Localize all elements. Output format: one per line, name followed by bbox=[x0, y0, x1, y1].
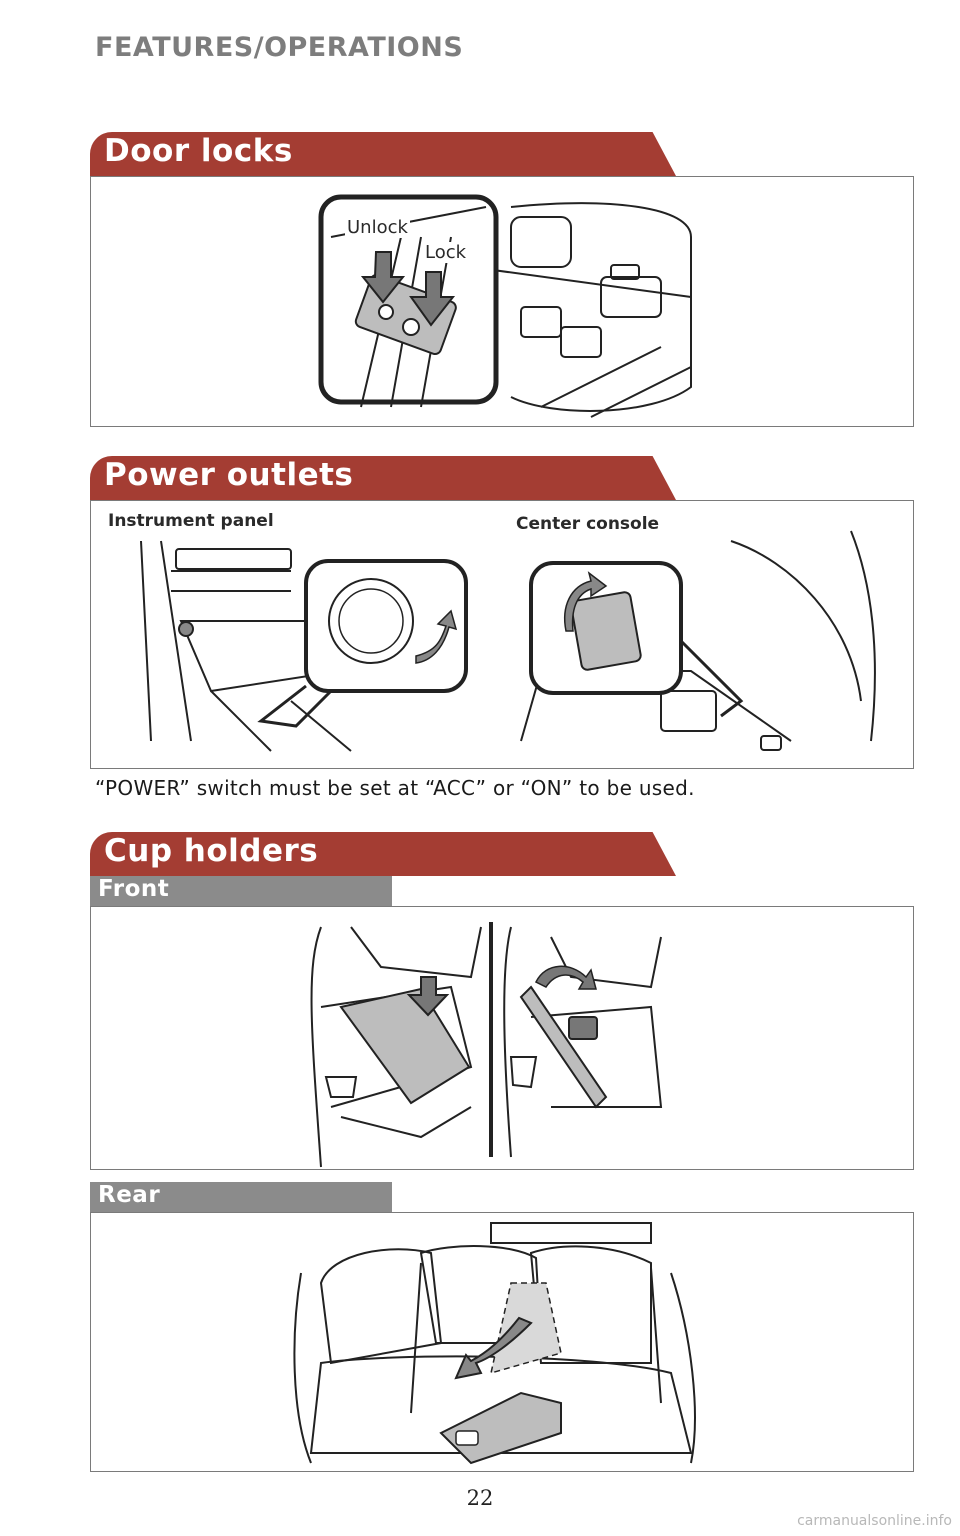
page-header: FEATURES/OPERATIONS bbox=[95, 32, 464, 63]
front-label: Front bbox=[98, 876, 170, 902]
rear-cup-holders-panel bbox=[90, 1212, 914, 1472]
front-subheading: Front bbox=[90, 876, 392, 906]
power-outlets-heading: Power outlets bbox=[90, 456, 676, 500]
page-number: 22 bbox=[466, 1486, 494, 1510]
door-locks-title: Door locks bbox=[104, 133, 293, 169]
rear-label: Rear bbox=[98, 1182, 161, 1208]
unlock-callout: Unlock bbox=[345, 217, 410, 238]
cup-holders-title: Cup holders bbox=[104, 833, 319, 869]
watermark: carmanualsonline.info bbox=[797, 1513, 952, 1529]
rear-cup-holders-illustration bbox=[293, 1222, 696, 1465]
center-console-label: Center console bbox=[516, 514, 660, 534]
power-outlets-panel: Instrument panel Center console bbox=[90, 500, 914, 769]
power-outlets-title: Power outlets bbox=[104, 457, 354, 493]
front-cup-holders-panel bbox=[90, 906, 914, 1170]
power-outlets-note: “POWER” switch must be set at “ACC” or “… bbox=[95, 776, 695, 800]
door-locks-illustration bbox=[318, 194, 692, 418]
lock-callout: Lock bbox=[423, 242, 469, 263]
door-locks-heading: Door locks bbox=[90, 132, 676, 176]
front-cup-holders-illustration bbox=[310, 922, 663, 1168]
instrument-panel-label: Instrument panel bbox=[108, 511, 274, 531]
door-locks-panel: Unlock Lock bbox=[90, 176, 914, 427]
rear-subheading: Rear bbox=[90, 1182, 392, 1212]
power-outlets-illustration bbox=[140, 530, 876, 752]
cup-holders-heading: Cup holders bbox=[90, 832, 676, 876]
